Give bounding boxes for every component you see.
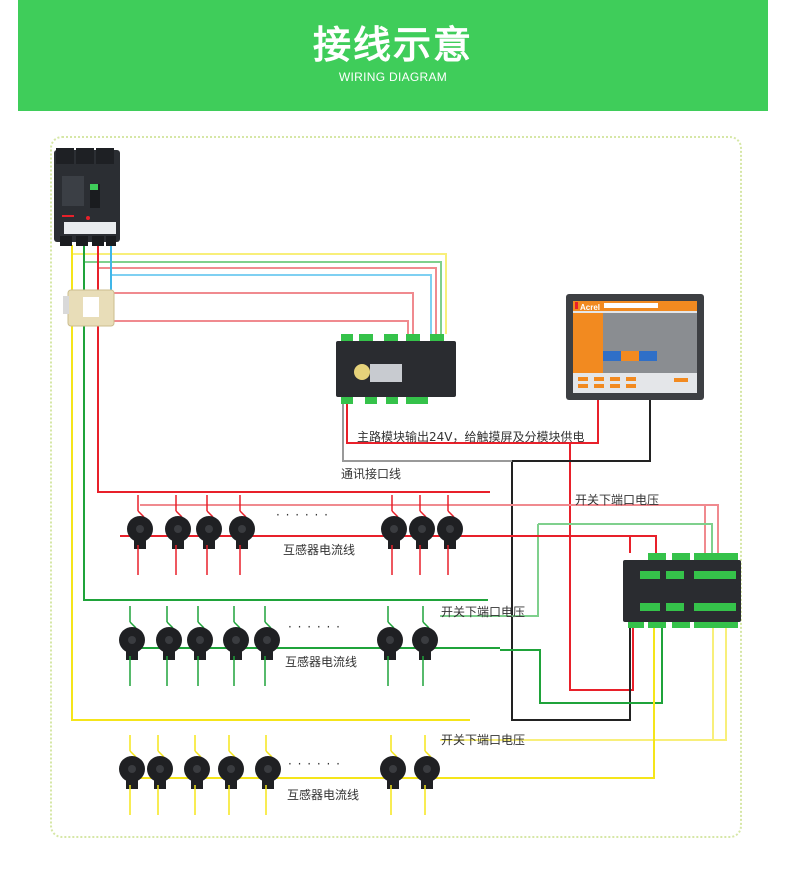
current-transformer [119, 735, 145, 815]
page-title: 接线示意 [312, 23, 473, 67]
ct-rows [119, 495, 500, 815]
label-switch-voltage-1: 开关下端口电压 [575, 493, 660, 507]
current-transformer [254, 606, 280, 686]
acrel-logo: Acrel [580, 303, 600, 312]
comm-black [511, 400, 651, 721]
main-circuit-module [336, 334, 456, 404]
current-transformer [255, 735, 281, 815]
current-transformer [119, 606, 145, 686]
wire-ct-red-2 [110, 320, 409, 334]
label-switch-voltage-3: 开关下端口电压 [441, 733, 526, 747]
trunk-red [97, 245, 490, 493]
current-transformer [165, 495, 191, 575]
ellipsis-1: · · · · · · [276, 508, 329, 522]
comm-gray-left [342, 404, 512, 462]
label-power-supply: 主路模块输出24V，给触摸屏及分模块供电 [357, 430, 585, 444]
current-transformer [127, 495, 153, 575]
circuit-breaker [54, 148, 120, 246]
current-transformer [187, 606, 213, 686]
current-transformer [156, 606, 182, 686]
power-24v-wire [346, 400, 599, 444]
wire-red-top [98, 267, 437, 334]
ellipsis-3: · · · · · · [288, 757, 341, 771]
ct-row-c [127, 495, 490, 575]
current-transformer [147, 735, 173, 815]
main-current-transformer [63, 289, 115, 327]
current-transformer [380, 735, 406, 815]
current-transformer [409, 495, 435, 575]
current-transformer [414, 735, 440, 815]
current-transformer [223, 606, 249, 686]
page-subtitle: WIRING DIAGRAM [338, 70, 448, 84]
current-transformer [229, 495, 255, 575]
current-transformer [377, 606, 403, 686]
current-transformer [412, 606, 438, 686]
power-to-branch [569, 443, 634, 691]
ellipsis-2: · · · · · · [288, 620, 341, 634]
current-transformer [196, 495, 222, 575]
touch-screen: Acrel [566, 294, 704, 400]
wire-green-top [84, 261, 442, 334]
label-comm-line: 通讯接口线 [341, 467, 402, 481]
current-transformer [381, 495, 407, 575]
trunk-yellow [71, 245, 470, 721]
phase-trunks [71, 245, 490, 721]
trunk-green [83, 245, 488, 601]
breaker-to-module-wires [71, 248, 447, 334]
ct-row-a [119, 735, 500, 815]
current-transformer [218, 735, 244, 815]
branch-module [623, 553, 741, 628]
label-switch-voltage-2: 开关下端口电压 [441, 605, 526, 619]
header-banner: 接线示意 WIRING DIAGRAM [18, 0, 768, 111]
wire-blue-top [111, 274, 432, 334]
power-comm-wires [342, 400, 651, 721]
ct-row-b [119, 606, 500, 686]
label-ct-current-3: 互感器电流线 [287, 788, 360, 802]
label-ct-current-2: 互感器电流线 [285, 655, 358, 669]
current-transformer [184, 735, 210, 815]
label-ct-current-1: 互感器电流线 [283, 543, 356, 557]
wire-ct-red-1 [110, 292, 414, 334]
diagram-frame [50, 136, 742, 838]
current-transformer [437, 495, 463, 575]
